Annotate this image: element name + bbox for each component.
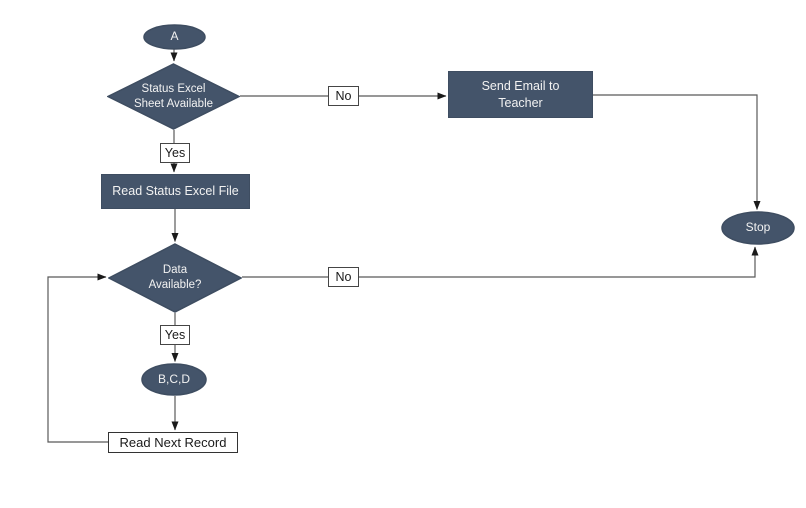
edge-label-data-yes: Yes [160, 325, 190, 345]
process-read-next-record-label: Read Next Record [119, 435, 227, 450]
edge-read-next-loop-to-decision-data [47, 273, 108, 443]
edge-label-status-no-text: No [335, 89, 352, 103]
process-send-email: Send Email to Teacher [448, 71, 593, 118]
start-ellipse-shape [143, 24, 206, 50]
decision-status-diamond-shape [107, 63, 240, 130]
decision-data-label: Data Available? [148, 264, 202, 291]
decision-data-diamond-shape [108, 243, 242, 313]
stop-ellipse-shape [721, 211, 795, 245]
decision-data-available: Data Available? [108, 243, 242, 313]
process-read-next-record: Read Next Record [108, 432, 238, 453]
connector-node-bcd-label: B,C,D [157, 371, 190, 386]
edge-label-data-yes-text: Yes [164, 328, 186, 342]
edge-no-label-to-stop [359, 246, 759, 278]
bcd-ellipse-shape [141, 363, 207, 396]
edge-label-status-no: No [328, 86, 359, 106]
process-read-status-label: Read Status Excel File [112, 184, 239, 199]
stop-node-label: Stop [745, 220, 771, 235]
edge-label-data-no: No [328, 267, 359, 287]
process-read-status: Read Status Excel File [101, 174, 250, 209]
edge-label-status-yes: Yes [160, 143, 190, 163]
start-node-label: A [170, 29, 179, 44]
decision-status-label: Status Excel Sheet Available [133, 82, 214, 110]
connector-node-bcd: B,C,D [141, 363, 207, 396]
stop-node: Stop [721, 211, 795, 245]
start-node: A [143, 24, 206, 50]
decision-status-excel: Status Excel Sheet Available [107, 63, 240, 130]
process-send-email-label: Send Email to Teacher [481, 79, 560, 110]
edge-label-data-no-text: No [335, 270, 352, 284]
edge-send-email-to-stop [593, 94, 761, 210]
edge-label-status-yes-text: Yes [164, 146, 186, 160]
